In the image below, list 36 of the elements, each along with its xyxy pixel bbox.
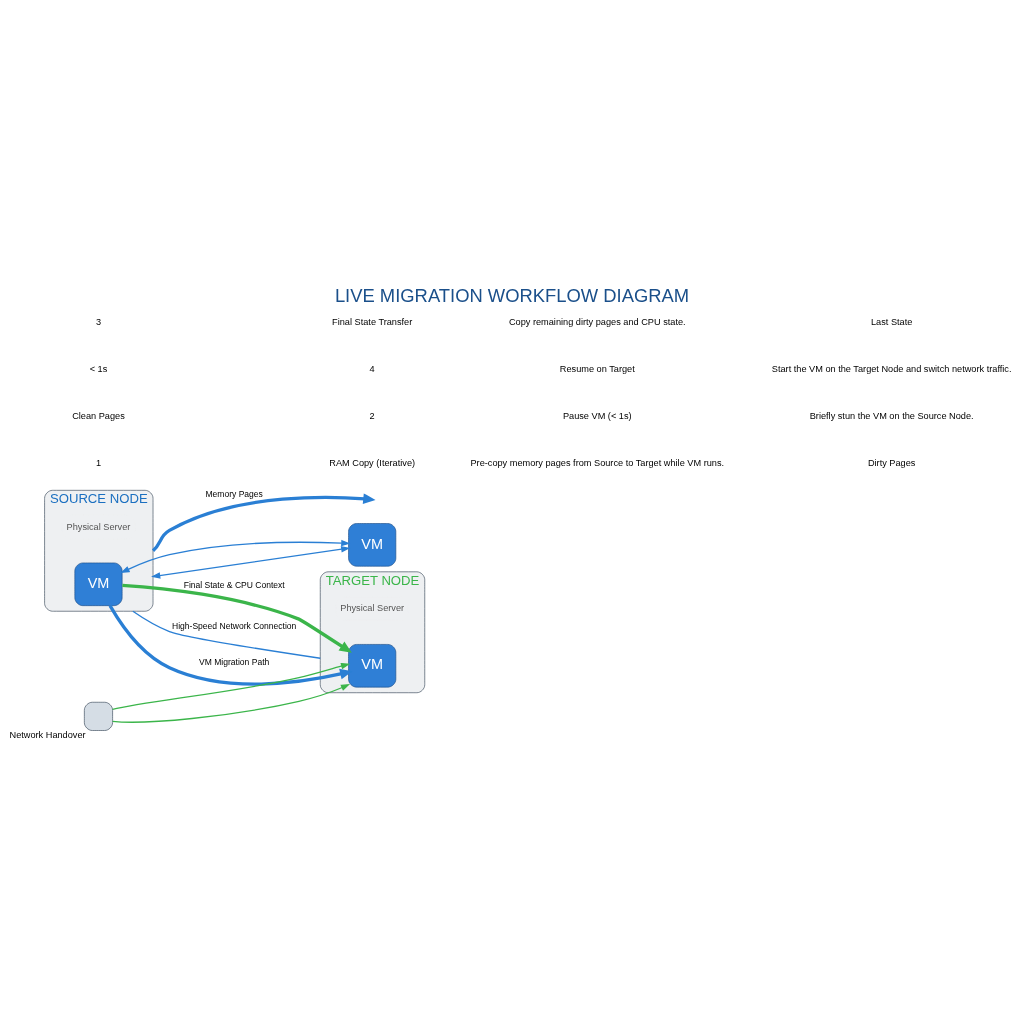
- label: Copy remaining dirty pages and CPU state.: [508, 316, 686, 327]
- arrow: [111, 662, 351, 710]
- arrow: [108, 604, 353, 686]
- node-text: Physical Server: [66, 521, 131, 532]
- node-label: Network Handover: [9, 729, 86, 740]
- arrow: [151, 545, 351, 579]
- arrow: [151, 492, 376, 552]
- label: 2: [369, 410, 375, 421]
- connector: [132, 610, 321, 659]
- edge-label: Final State & CPU Context: [183, 579, 285, 590]
- label: 4: [369, 363, 375, 374]
- label: Pause VM (< 1s): [562, 410, 632, 421]
- label: Start the VM on the Target Node and switch network traffic.: [771, 363, 1012, 374]
- label: RAM Copy (Iterative): [329, 457, 416, 468]
- label: < 1s: [89, 363, 108, 374]
- label: Clean Pages: [72, 410, 125, 421]
- label: Briefly stun the VM on the Source Node.: [809, 410, 974, 421]
- node-box: VM: [74, 562, 123, 606]
- arrow: [111, 683, 351, 723]
- edge-label: High-Speed Network Connection: [172, 620, 297, 631]
- edge-label: Memory Pages: [205, 488, 263, 498]
- edge-label: VM Migration Path: [199, 656, 270, 667]
- arrow: [122, 583, 352, 653]
- label: Resume on Target: [559, 363, 635, 374]
- diagram-title: LIVE MIGRATION WORKFLOW DIAGRAM: [334, 284, 690, 306]
- label: Pre-copy memory pages from Source to Target while VM runs.: [470, 457, 725, 468]
- label: Dirty Pages: [867, 457, 916, 468]
- label: Final State Transfer: [332, 316, 413, 327]
- node-box: [84, 701, 113, 731]
- node-text: Physical Server: [340, 602, 405, 613]
- label: Last State: [870, 316, 913, 327]
- arrow: [120, 539, 351, 573]
- node-box: VM: [348, 522, 397, 567]
- label: 1: [95, 457, 102, 468]
- node-box: VM: [348, 643, 397, 687]
- label: 3: [95, 316, 102, 327]
